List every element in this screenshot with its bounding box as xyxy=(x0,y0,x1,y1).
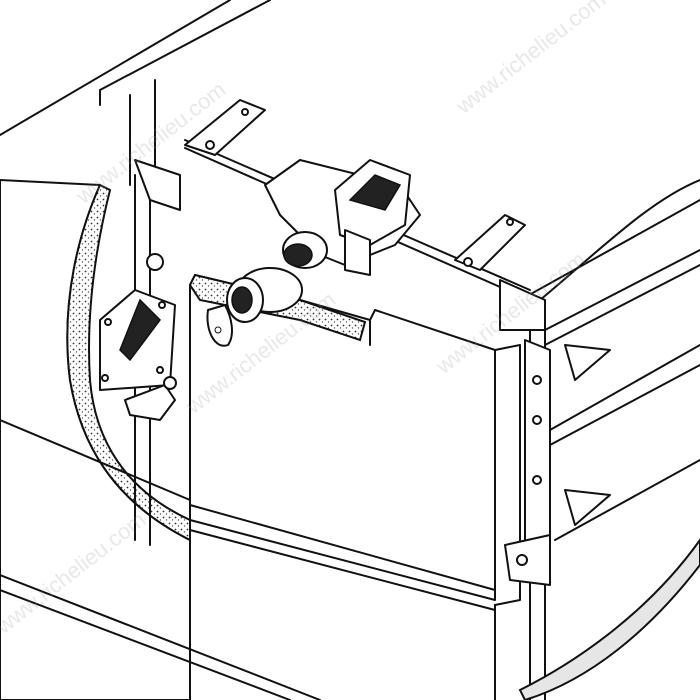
horizontal-rod xyxy=(184,99,546,331)
left-panel xyxy=(0,179,321,700)
center-drawer-front xyxy=(188,273,521,700)
cam-lock-key xyxy=(206,267,303,347)
right-locking-bar xyxy=(504,339,551,586)
left-locking-bar xyxy=(99,159,181,546)
lock-mechanism xyxy=(264,159,421,276)
cabinet-top xyxy=(0,0,700,301)
